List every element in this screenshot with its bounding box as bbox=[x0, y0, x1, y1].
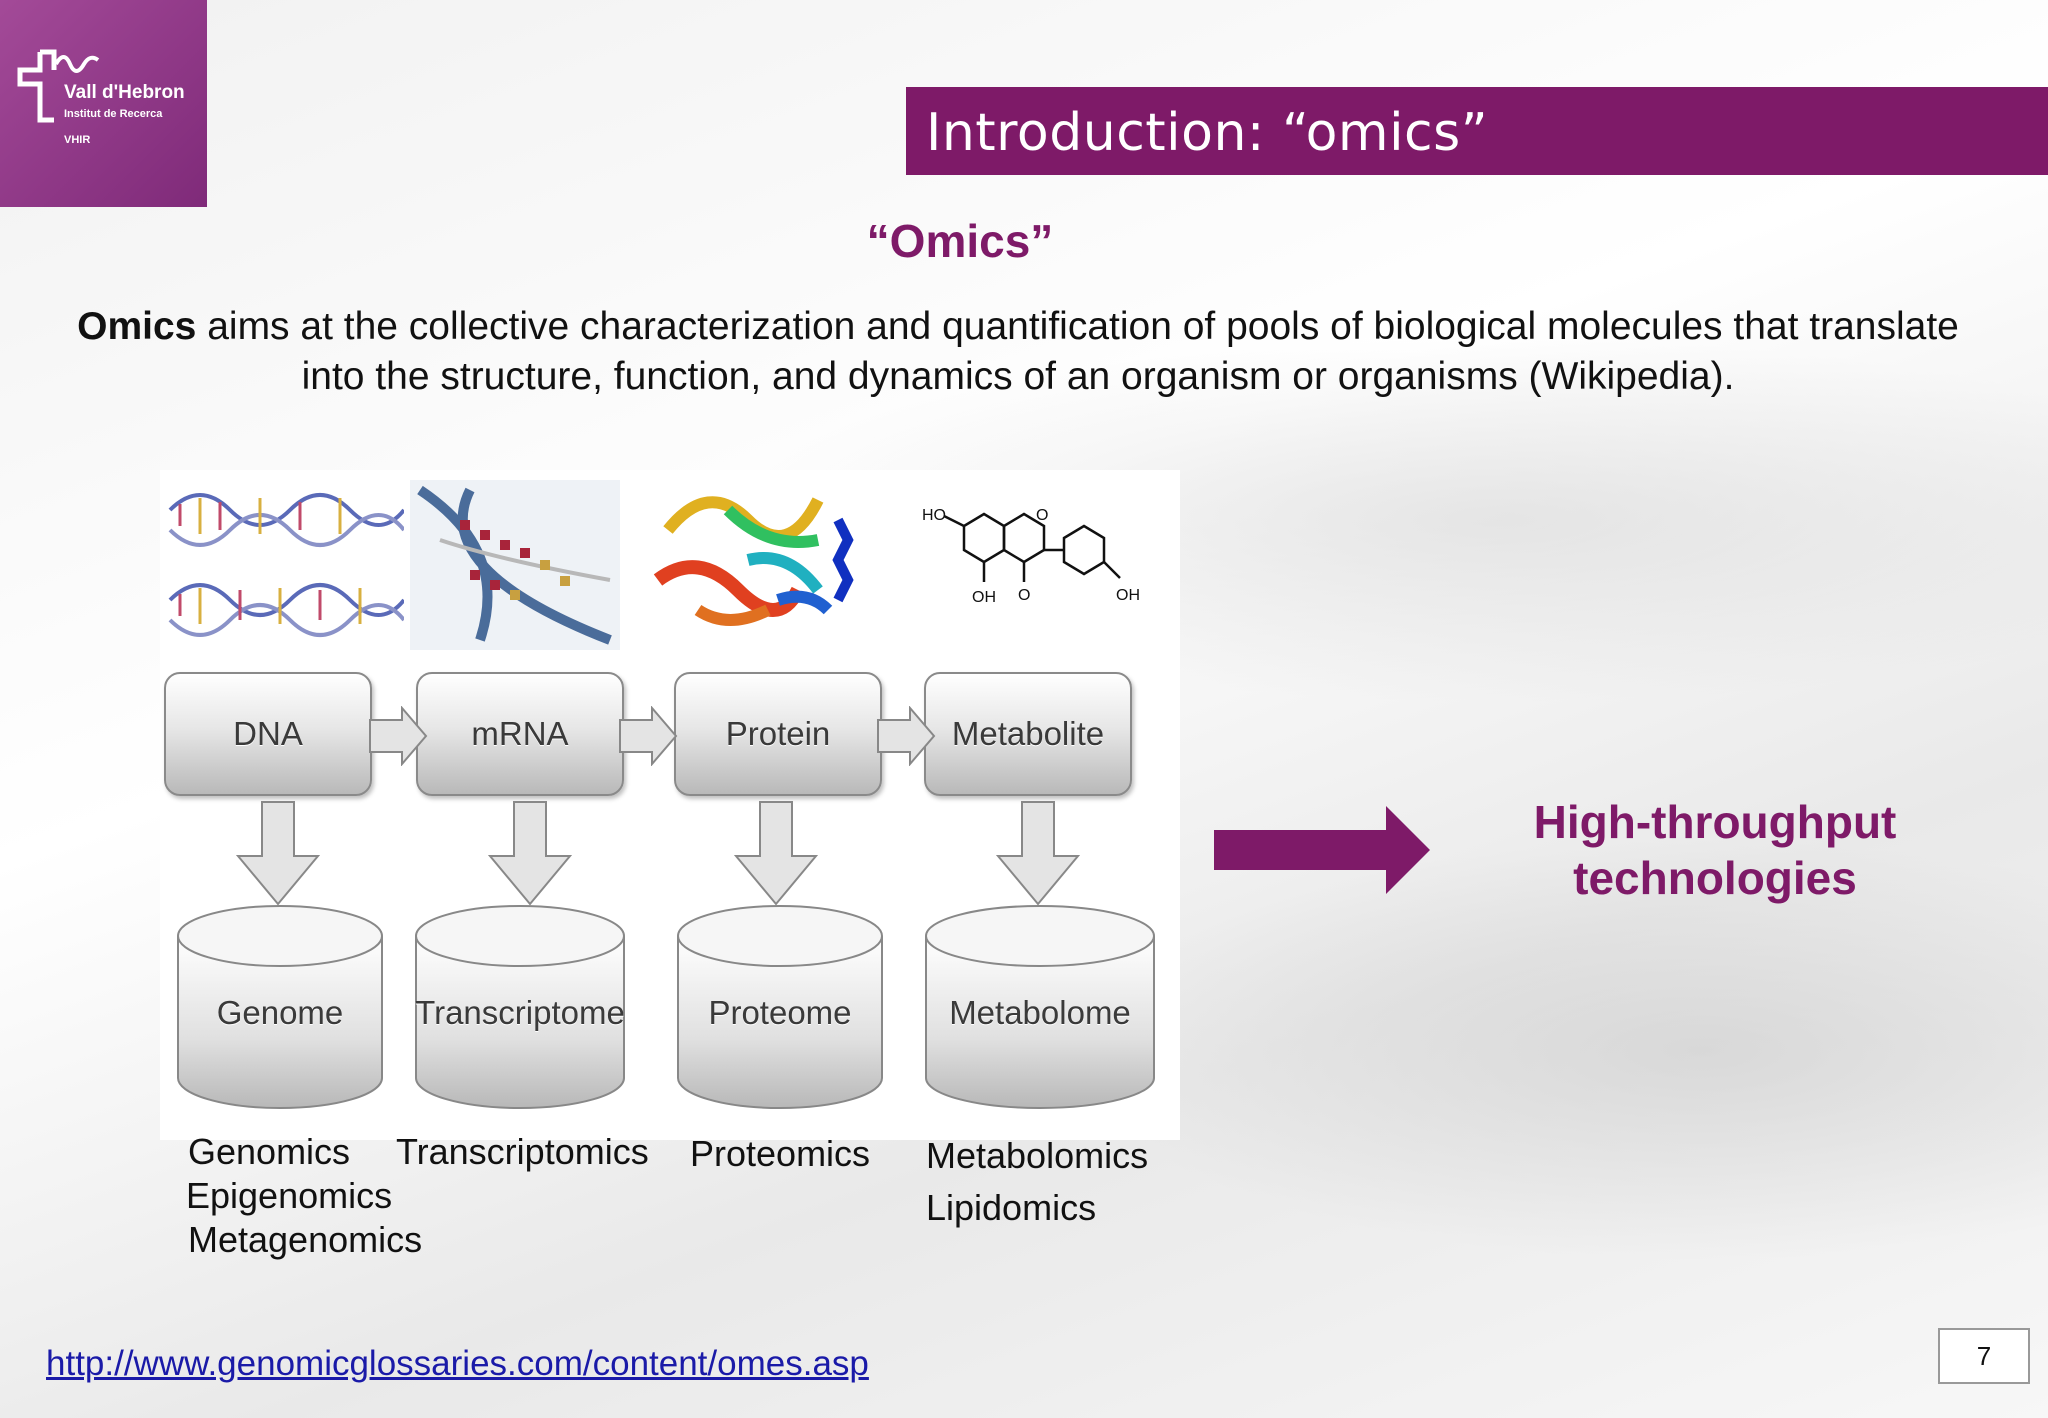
oh-label: OH bbox=[1116, 587, 1140, 604]
high-throughput-heading: High-throughput technologies bbox=[1440, 794, 1990, 906]
vhir-logo: Vall d'Hebron Institut de Recerca VHIR bbox=[0, 0, 207, 207]
transcriptome-cylinder: Transcriptome bbox=[414, 902, 626, 1112]
proteome-cylinder: Proteome bbox=[676, 902, 884, 1112]
slide-subtitle: “Omics” bbox=[866, 215, 1054, 267]
dna-helix-image bbox=[168, 493, 404, 637]
genome-cylinder: Genome bbox=[176, 902, 384, 1112]
logo-acronym: VHIR bbox=[64, 134, 91, 146]
metabolomics-label: Metabolomics bbox=[926, 1135, 1149, 1176]
down-arrow-icon bbox=[734, 801, 818, 906]
right-arrow-icon bbox=[1214, 806, 1430, 894]
epigenomics-label: Epigenomics bbox=[186, 1175, 393, 1216]
protein-structure-image bbox=[653, 496, 854, 626]
source-link[interactable]: http://www.genomicglossaries.com/content… bbox=[46, 1344, 869, 1383]
proteome-label: Proteome bbox=[708, 994, 852, 1031]
dna-box: DNA bbox=[164, 672, 372, 796]
o-label: O bbox=[1036, 507, 1048, 524]
lipidomics-label: Lipidomics bbox=[926, 1187, 1097, 1228]
definition-term: Omics bbox=[77, 305, 197, 348]
page-number: 7 bbox=[1938, 1328, 2030, 1384]
genome-label: Genome bbox=[216, 994, 344, 1031]
metagenomics-label: Metagenomics bbox=[188, 1219, 423, 1260]
heading-line: technologies bbox=[1573, 852, 1857, 904]
down-arrow-icon bbox=[488, 801, 572, 906]
o-label: O bbox=[1018, 587, 1030, 604]
metabolite-box: Metabolite bbox=[924, 672, 1132, 796]
heading-line: High-throughput bbox=[1533, 796, 1897, 848]
right-arrow-icon bbox=[369, 706, 428, 766]
mrna-image bbox=[410, 480, 620, 650]
metabolome-label: Metabolome bbox=[949, 994, 1131, 1031]
slide-title: Introduction: “omics” bbox=[926, 103, 1489, 163]
down-arrow-icon bbox=[996, 801, 1080, 906]
mrna-box: mRNA bbox=[416, 672, 624, 796]
genomics-label: Genomics bbox=[188, 1131, 351, 1172]
cross-logo-icon bbox=[17, 49, 100, 123]
metabolite-structure-image: HO O OH O OH bbox=[904, 486, 1156, 628]
right-arrow-icon bbox=[877, 706, 936, 766]
definition-paragraph: Omics aims at the collective characteriz… bbox=[60, 302, 1976, 402]
down-arrow-icon bbox=[236, 801, 320, 906]
metabolome-cylinder: Metabolome bbox=[924, 902, 1156, 1112]
oh-label: OH bbox=[972, 589, 996, 606]
ho-label: HO bbox=[922, 507, 946, 524]
proteomics-label: Proteomics bbox=[690, 1133, 871, 1174]
transcriptomics-label: Transcriptomics bbox=[396, 1131, 649, 1172]
definition-text: aims at the collective characterization … bbox=[196, 305, 1959, 398]
right-arrow-icon bbox=[619, 706, 678, 766]
omics-diagram: HO O OH O OH DNA mRNA Protein Metabolite… bbox=[160, 470, 1180, 1140]
title-bar: Introduction: “omics” bbox=[906, 87, 2048, 175]
logo-title: Vall d'Hebron bbox=[64, 82, 185, 103]
protein-box: Protein bbox=[674, 672, 882, 796]
logo-subtitle: Institut de Recerca bbox=[64, 108, 163, 120]
transcriptome-label: Transcriptome bbox=[415, 994, 625, 1031]
